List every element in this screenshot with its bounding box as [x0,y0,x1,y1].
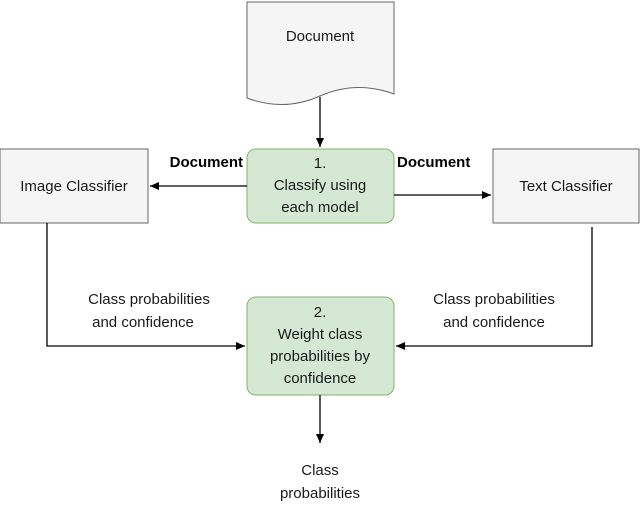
step2-number: 2. [314,304,327,321]
document-label: Document [286,28,355,45]
arrow-image-classifier-to-step2 [46,223,245,350]
text-classifier-box: Text Classifier [492,148,640,224]
text-classifier-shape [492,148,640,224]
output-label-line1: Class [301,462,339,479]
edge-label-right-probs-2: and confidence [443,314,545,331]
edge-label-left-document: Document [170,154,243,171]
image-classifier-shape [0,148,149,224]
step2-box: 2. Weight class probabilities by confide… [246,296,395,396]
step1-line2: each model [281,199,359,216]
step1-line1: Classify using [274,177,367,194]
step2-line3: confidence [284,370,357,387]
arrow-text-classifier-to-step2 [396,227,593,350]
edge-label-left-probs-1: Class probabilities [88,291,210,308]
edge-label-left-probs-2: and confidence [92,314,194,331]
output-label-line2: probabilities [280,485,360,502]
edge-label-right-probs-1: Class probabilities [433,291,555,308]
step2-line1: Weight class [278,326,363,343]
image-classifier-label: Image Classifier [20,178,128,195]
image-classifier-box: Image Classifier [0,148,149,224]
step1-number: 1. [314,155,327,172]
document-shape [246,1,395,106]
step1-box: 1. Classify using each model [246,148,395,224]
document-node: Document [246,1,395,106]
text-classifier-label: Text Classifier [519,178,612,195]
step2-line2: probabilities by [270,348,371,365]
edge-label-right-document: Document [397,154,470,171]
